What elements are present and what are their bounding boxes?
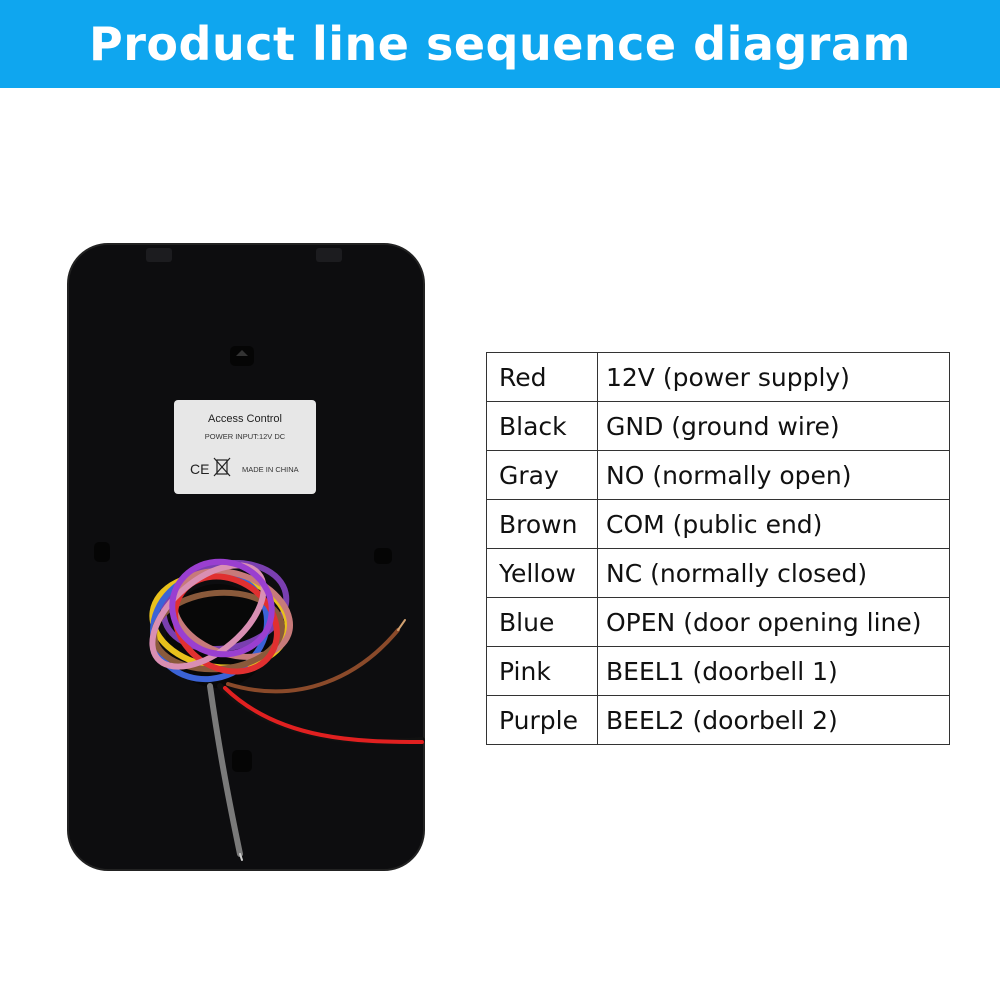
wire-function: COM (public end) xyxy=(597,499,950,549)
wire-color: Gray xyxy=(486,450,598,500)
top-clip-right xyxy=(316,248,342,262)
wire-color: Blue xyxy=(486,597,598,647)
device-back-image: Access Control POWER INPUT:12V DC CE MAD… xyxy=(67,243,425,871)
wire-color: Yellow xyxy=(486,548,598,598)
wire-bundle xyxy=(149,558,294,683)
label-sticker xyxy=(174,400,316,494)
page-title: Product line sequence diagram xyxy=(89,17,911,71)
mount-hole-left xyxy=(94,542,110,562)
wire-color: Black xyxy=(486,401,598,451)
wire-function: NC (normally closed) xyxy=(597,548,950,598)
wire-function: 12V (power supply) xyxy=(597,352,950,402)
device-body xyxy=(68,244,424,870)
wire-tails xyxy=(207,619,425,861)
title-banner: Product line sequence diagram xyxy=(0,0,1000,88)
wire-function: OPEN (door opening line) xyxy=(597,597,950,647)
top-clip-left xyxy=(146,248,172,262)
access-control-device: Access Control POWER INPUT:12V DC CE MAD… xyxy=(60,236,440,876)
wire-color: Purple xyxy=(486,695,598,745)
weee-bin-icon xyxy=(213,457,231,477)
wire-function: NO (normally open) xyxy=(597,450,950,500)
wire-color: Pink xyxy=(486,646,598,696)
label-origin: MADE IN CHINA xyxy=(242,465,299,474)
wire-function: BEEL2 (doorbell 2) xyxy=(597,695,950,745)
ce-mark: CE xyxy=(190,461,209,477)
label-title: Access Control xyxy=(208,413,282,425)
mount-hole-bottom xyxy=(232,750,252,772)
wire-color: Red xyxy=(486,352,598,402)
wire-function: GND (ground wire) xyxy=(597,401,950,451)
wire-color: Brown xyxy=(486,499,598,549)
label-power: POWER INPUT:12V DC xyxy=(205,432,286,441)
mount-hole-right xyxy=(374,548,392,564)
wire-function: BEEL1 (doorbell 1) xyxy=(597,646,950,696)
